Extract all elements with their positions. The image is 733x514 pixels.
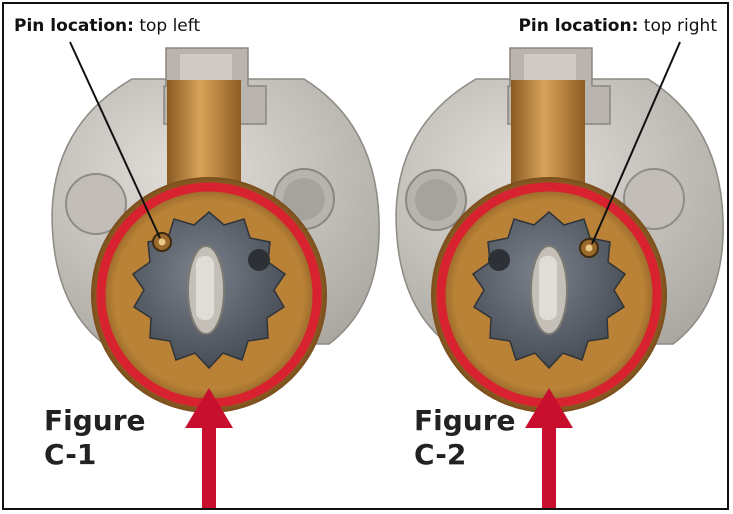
pin-location-value: top right xyxy=(643,16,717,36)
pin-location-key: Pin location: xyxy=(14,16,134,36)
figure-word: Figure xyxy=(414,404,516,437)
pin-location-label-c1: Pin location: top left xyxy=(14,16,200,36)
arrow xyxy=(185,388,233,508)
cylinder-figure-c1 xyxy=(51,41,380,508)
pin-location-label-c2: Pin location: top right xyxy=(518,16,717,36)
plate-recess xyxy=(65,173,127,235)
figure-word: Figure xyxy=(44,404,146,437)
leader-line xyxy=(69,41,161,239)
pin-location-key: Pin location: xyxy=(518,16,639,36)
leader-line xyxy=(591,41,681,245)
lock-cylinder-illustration xyxy=(51,41,724,508)
figure-number: C-1 xyxy=(44,438,97,471)
arrow xyxy=(525,388,573,508)
plate-recess xyxy=(623,168,685,230)
figure-caption-c2: Figure C-2 xyxy=(414,404,516,472)
pin-location-value: top left xyxy=(139,16,201,36)
figure-number: C-2 xyxy=(414,438,467,471)
figure-caption-c1: Figure C-1 xyxy=(44,404,146,472)
cylinder-figure-c2 xyxy=(395,41,724,508)
